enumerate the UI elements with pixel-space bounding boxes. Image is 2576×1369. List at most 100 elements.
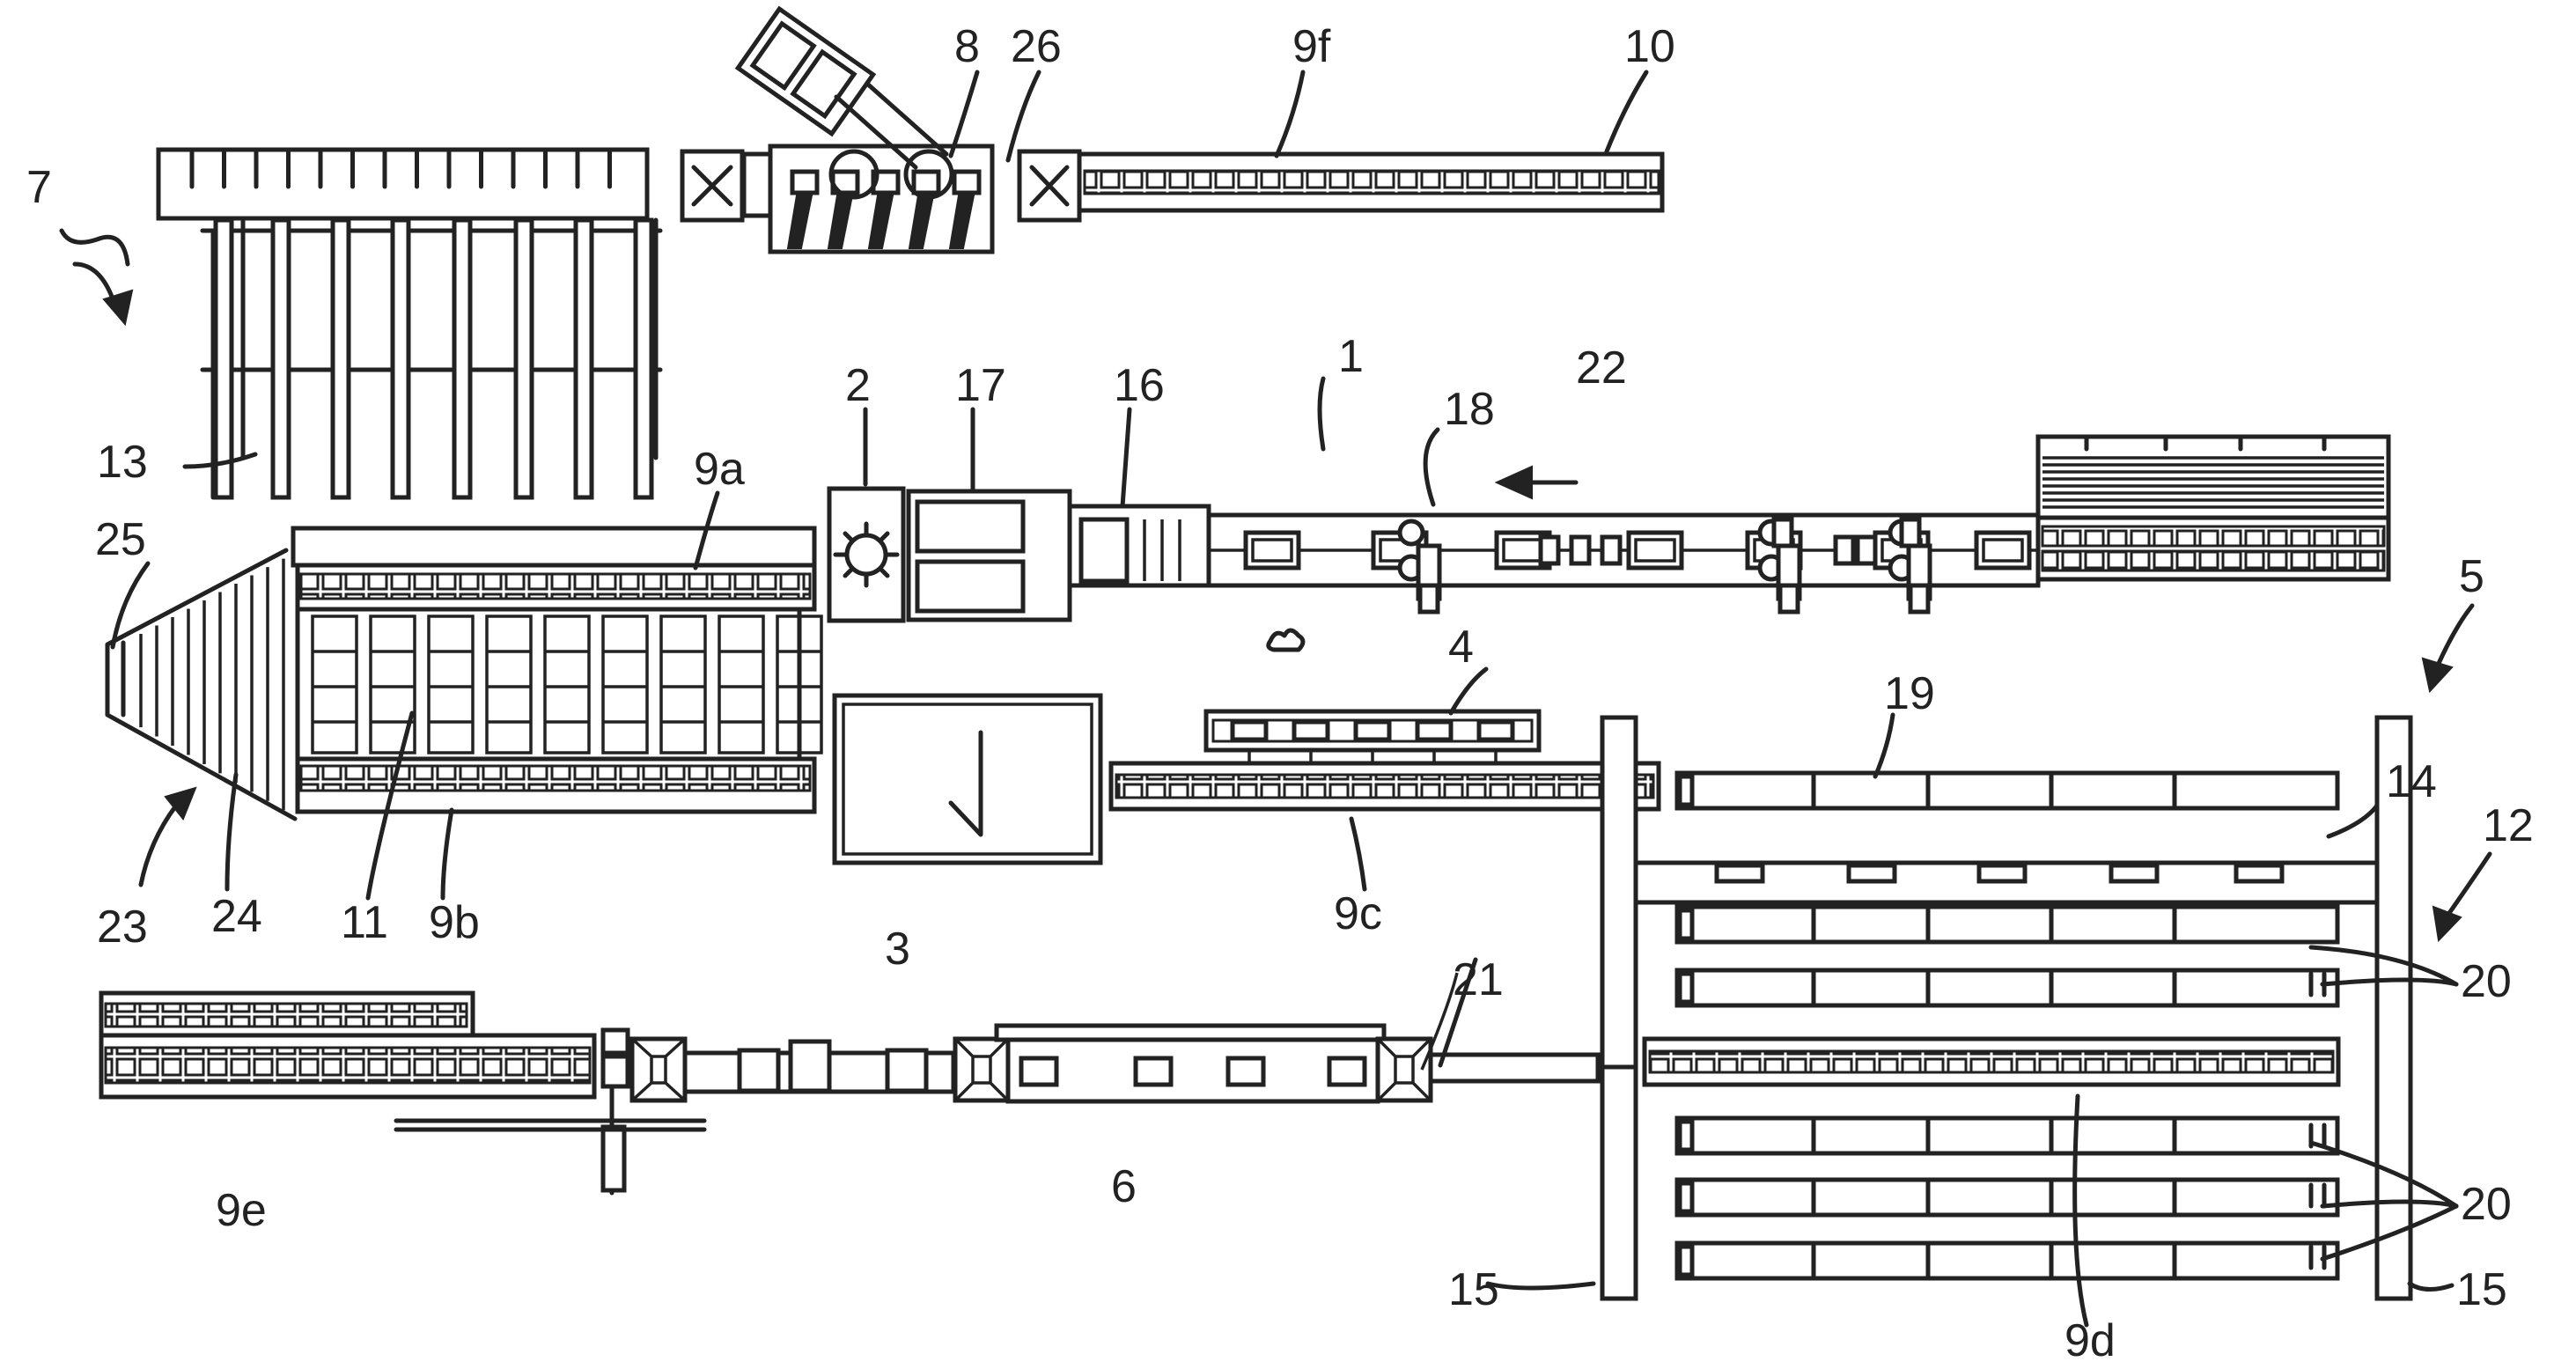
label-15-right: 15 (2456, 1264, 2507, 1315)
leader-line (1277, 72, 1303, 156)
storage-rack (1677, 970, 2337, 1005)
conveyors-9a-9b-11 (293, 528, 821, 812)
station-4-cell (1479, 722, 1512, 740)
rack-end (1680, 777, 1692, 805)
conveyor-9c (1111, 763, 1659, 809)
unit-23 (107, 550, 295, 819)
label-2: 2 (845, 360, 871, 411)
label-25: 25 (95, 514, 146, 565)
spacer-block (1541, 537, 1558, 563)
spacer-block (1858, 537, 1875, 563)
label-20-upper: 20 (2461, 956, 2512, 1007)
station-7-rack (158, 150, 660, 497)
rack-end (1680, 1247, 1692, 1275)
leader-line (1451, 669, 1486, 713)
rack-rail (576, 220, 592, 497)
tray (1979, 865, 2025, 881)
tray (2236, 865, 2282, 881)
station-4-cell (1233, 722, 1266, 740)
station-3 (835, 696, 1100, 863)
label-9d: 9d (2064, 1315, 2116, 1366)
rack-rail (216, 220, 232, 497)
spindle-head (792, 172, 817, 193)
rack-rail (454, 220, 470, 497)
rack-rail (333, 220, 349, 497)
gripper-roller (1400, 521, 1423, 544)
gripper-foot (1780, 585, 1798, 612)
arrow-22-head (1497, 467, 1532, 498)
station-17 (909, 491, 1070, 620)
label-1: 1 (1338, 331, 1364, 382)
arrow-12-shaft (2447, 854, 2490, 916)
spacer-block (1602, 537, 1620, 563)
label-4: 4 (1448, 622, 1474, 673)
storage-rack (1677, 1243, 2337, 1278)
arrow-23-shaft (141, 806, 176, 885)
gripper-foot (1420, 585, 1438, 612)
rack-rail (273, 220, 289, 497)
leader-line (1425, 430, 1438, 504)
label-6: 6 (1111, 1161, 1137, 1212)
leader-line (2410, 1284, 2452, 1290)
leader-line (951, 72, 977, 156)
rack-end (1680, 974, 1692, 1002)
leader-line (1875, 715, 1893, 777)
rack-rail (393, 220, 408, 497)
label-13: 13 (97, 437, 148, 488)
label-9b: 9b (429, 897, 480, 948)
label-10: 10 (1624, 21, 1675, 72)
label-9f: 9f (1292, 21, 1331, 72)
label-22: 22 (1576, 342, 1627, 394)
main-line-1 (1209, 515, 2038, 650)
arrow-7-head (104, 291, 132, 324)
leader-line (1351, 819, 1365, 889)
storage-rack (1677, 1118, 2337, 1153)
gripper-arm (1774, 519, 1792, 546)
storage-rack (1677, 773, 2337, 808)
arrow-12-head (2433, 907, 2461, 940)
leader-line (1122, 409, 1130, 506)
rack-end (1680, 1183, 1692, 1211)
label-11: 11 (341, 897, 388, 948)
leader-line (1320, 379, 1323, 449)
rack-end (1680, 910, 1692, 938)
label-23: 23 (97, 902, 148, 953)
label-7: 7 (26, 162, 52, 213)
label-21: 21 (1453, 954, 1504, 1005)
spacer-block (1836, 537, 1853, 563)
label-5: 5 (2459, 551, 2484, 602)
tray (1717, 865, 1763, 881)
leader-line (1008, 72, 1039, 160)
spacer-block (1571, 537, 1589, 563)
label-3: 3 (885, 924, 910, 975)
label-19: 19 (1884, 668, 1935, 719)
gripper-foot (1910, 585, 1928, 612)
station-4-cell (1356, 722, 1389, 740)
label-9c: 9c (1334, 888, 1382, 939)
label-18: 18 (1444, 384, 1495, 435)
arrow-5-head (2423, 659, 2452, 691)
leader-line (1607, 72, 1646, 151)
label-24: 24 (211, 891, 262, 942)
rack-end (1680, 1122, 1692, 1150)
station-4-cell (1417, 722, 1451, 740)
conveyor-9e (101, 993, 594, 1097)
arrow-5-shaft (2437, 606, 2472, 667)
spindle-head (914, 172, 938, 193)
label-26: 26 (1011, 21, 1062, 72)
rack-rail (516, 220, 532, 497)
gripper-arm (1902, 519, 1919, 546)
station-2 (829, 489, 903, 621)
tray (2111, 865, 2157, 881)
leader-line (443, 810, 452, 898)
infeed-22 (2038, 437, 2388, 579)
storage-rack (1677, 907, 2337, 942)
rack-rail (636, 220, 651, 497)
storage-12 (1602, 718, 2410, 1299)
leader-line (62, 231, 128, 264)
label-14: 14 (2386, 756, 2437, 807)
station-4 (1206, 711, 1539, 766)
leader-line (227, 775, 236, 889)
label-20-lower: 20 (2461, 1179, 2512, 1230)
